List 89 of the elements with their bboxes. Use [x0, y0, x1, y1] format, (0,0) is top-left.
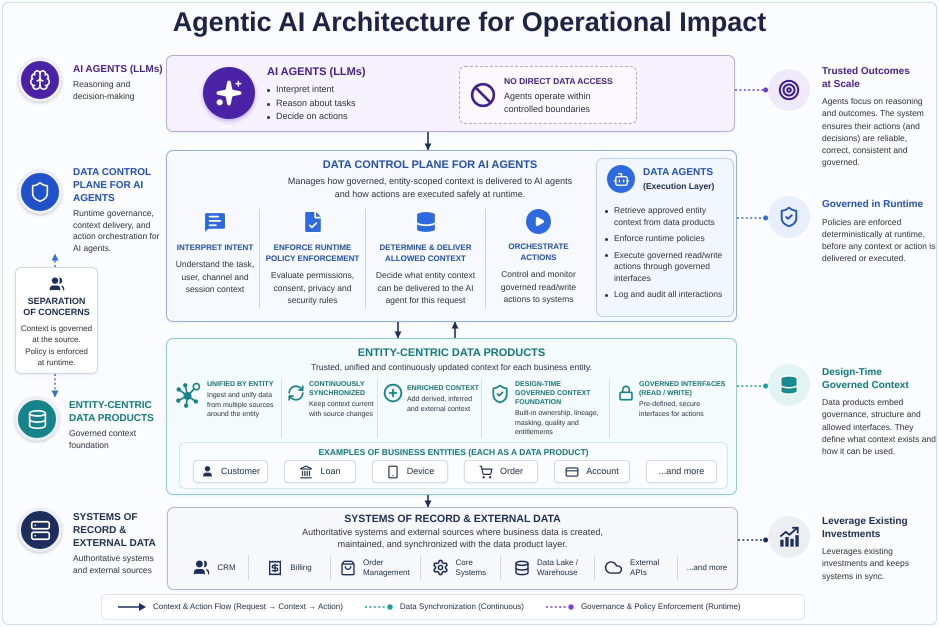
item-heading: SYSTEMS OF RECORD & EXTERNAL DATA: [73, 511, 157, 550]
legend-text: Context & Action Flow (Request → Context → Action): [153, 602, 343, 612]
layer-title: DATA CONTROL PLANE FOR AI AGENTS: [322, 158, 538, 172]
panel-subtitle: (Execution Layer): [643, 181, 714, 192]
chip-label: Loan: [320, 466, 341, 477]
system-label: Billing: [290, 562, 312, 572]
layer-box: [167, 507, 738, 590]
bullet-item: Decide on actions: [276, 110, 348, 123]
dotted-connector: [738, 538, 768, 542]
column-heading: ORCHESTRATE ACTIONS: [507, 241, 570, 263]
column-text: Evaluate permissions, consent, privacy and security rules: [270, 269, 356, 306]
layer-subtitle: Trusted, unified and continuously updated context for each business entity.: [311, 362, 592, 373]
entity-chip: [372, 460, 448, 483]
column-text: Control and monitor governed read/write actions to systems: [500, 268, 578, 306]
item-heading: Trusted Outcomes at Scale: [822, 66, 911, 91]
layer-box: [166, 55, 735, 132]
summary-item: [18, 58, 165, 102]
layer-box: [166, 338, 737, 495]
layer-subtitle: Manages how governed, entity-scoped context is delivered to AI agents and how actions are executed safely at runtime.: [286, 175, 574, 200]
item-description: Runtime governance, context delivery, and action orchestration for AI agents.: [73, 208, 160, 254]
item-heading: DATA CONTROL PLANE FOR AI AGENTS: [73, 166, 152, 205]
column-heading: DETERMINE & DELIVER ALLOWED CONTEXT: [378, 242, 472, 264]
arrow: [394, 322, 402, 338]
layer-subtitle: Authoritative systems and external sources where business data is created, maintained, and synchronized with the data product layer.: [301, 527, 604, 550]
system-label: ...and more: [686, 562, 728, 572]
note-title: SEPARATION OF CONCERNS: [22, 296, 91, 318]
item-heading: AI AGENTS (LLMs): [73, 63, 163, 76]
arrow: [452, 322, 458, 338]
item-description: Leverages existing investments and keeps systems in sync.: [822, 545, 910, 582]
bullet-item: Execute governed read/write actions through governed interfaces: [614, 250, 724, 284]
diagram-title: Agentic AI Architecture for Operational Impact: [172, 6, 766, 38]
layer-title: ENTITY-CENTRIC DATA PRODUCTS: [358, 346, 546, 360]
column-text: Understand the task, user, channel and session context: [174, 258, 256, 296]
note-box: [15, 267, 98, 374]
bullet-item: Log and audit all interactions: [614, 289, 724, 300]
bullet-item: Retrieve approved entity context from data products: [614, 205, 716, 228]
item-description: Policies are enforced deterministically at runtime, before any context or action is delivered or executed.: [822, 216, 936, 265]
entity-chip: [193, 460, 268, 483]
group-box: [179, 442, 728, 489]
callout-title: NO DIRECT DATA ACCESS: [504, 76, 613, 87]
chip-label: Device: [406, 466, 434, 477]
legend-text: Data Synchronization (Continuous): [400, 602, 524, 612]
callout-box: [459, 66, 637, 124]
item-heading: ENTITY-CENTRIC DATA PRODUCTS: [69, 399, 155, 425]
dotted-connector: [737, 216, 768, 220]
entity-chip: [284, 460, 356, 483]
item-heading: Leverage Existing Investments: [822, 516, 909, 541]
note-text: Context is governed at the source.: [20, 323, 92, 345]
chip-label: Order: [500, 466, 523, 477]
column-heading: ENFORCE RUNTIME POLICY ENFORCEMENT: [264, 242, 360, 264]
panel-title: DATA AGENTS: [643, 167, 713, 179]
entity-chip: [646, 460, 717, 483]
item-description: Governed context foundation: [69, 428, 138, 451]
group-title: EXAMPLES OF BUSINESS ENTITIES (EACH AS A DATA PRODUCT): [318, 447, 588, 458]
item-description: Reasoning and decision-making: [73, 79, 136, 102]
system-label: Data Lake / Warehouse: [537, 558, 579, 578]
dotted-arrow: [52, 374, 58, 398]
bullet-item: Interpret intent: [276, 83, 334, 96]
chip-label: Account: [586, 466, 619, 477]
note-text: Policy is enforced at runtime.: [24, 346, 89, 368]
panel-box: [596, 158, 734, 317]
system-label: External APIs: [630, 558, 660, 578]
layer-title: AI AGENTS (LLMs): [267, 65, 366, 79]
dotted-connector: [735, 88, 768, 92]
dotted-connector: [737, 384, 768, 388]
bullet-item: Enforce runtime policies: [614, 233, 706, 244]
item-heading: Governed in Runtime: [822, 199, 924, 212]
arrow: [424, 495, 432, 508]
entity-chip: [554, 460, 630, 483]
item-description: Agents focus on reasoning and outcomes. The system ensures their actions (and decisions) are reliable, correct, consistent and governed.: [822, 95, 925, 169]
item-description: Authoritative systems and external sources: [73, 553, 155, 576]
arrow: [424, 132, 432, 150]
system-label: CRM: [217, 562, 236, 572]
legend-text: Governance & Policy Enforcement (Runtime): [580, 602, 741, 612]
column-heading: INTERPRET INTENT: [176, 242, 254, 253]
system-label: Core Systems: [456, 558, 488, 578]
callout-text: Agents operate within controlled boundaries: [504, 90, 592, 115]
summary-item: [768, 364, 936, 458]
chip-label: Customer: [220, 466, 260, 477]
chip-label: ...and more: [658, 466, 704, 477]
system-label: Order Management: [363, 558, 411, 578]
dotted-arrow: [52, 254, 58, 267]
item-heading: Design-Time Governed Context: [822, 367, 910, 392]
layer-box: [166, 150, 737, 322]
layer-title: SYSTEMS OF RECORD & EXTERNAL DATA: [344, 513, 561, 526]
bullet-item: Reason about tasks: [276, 96, 356, 110]
column-text: Decide what entity context can be delivered to the AI agent for this request: [374, 269, 476, 306]
item-description: Data products embed governance, structure and allowed interfaces. They define what context exists and how it can be used.: [822, 396, 936, 458]
entity-chip: [464, 460, 538, 483]
